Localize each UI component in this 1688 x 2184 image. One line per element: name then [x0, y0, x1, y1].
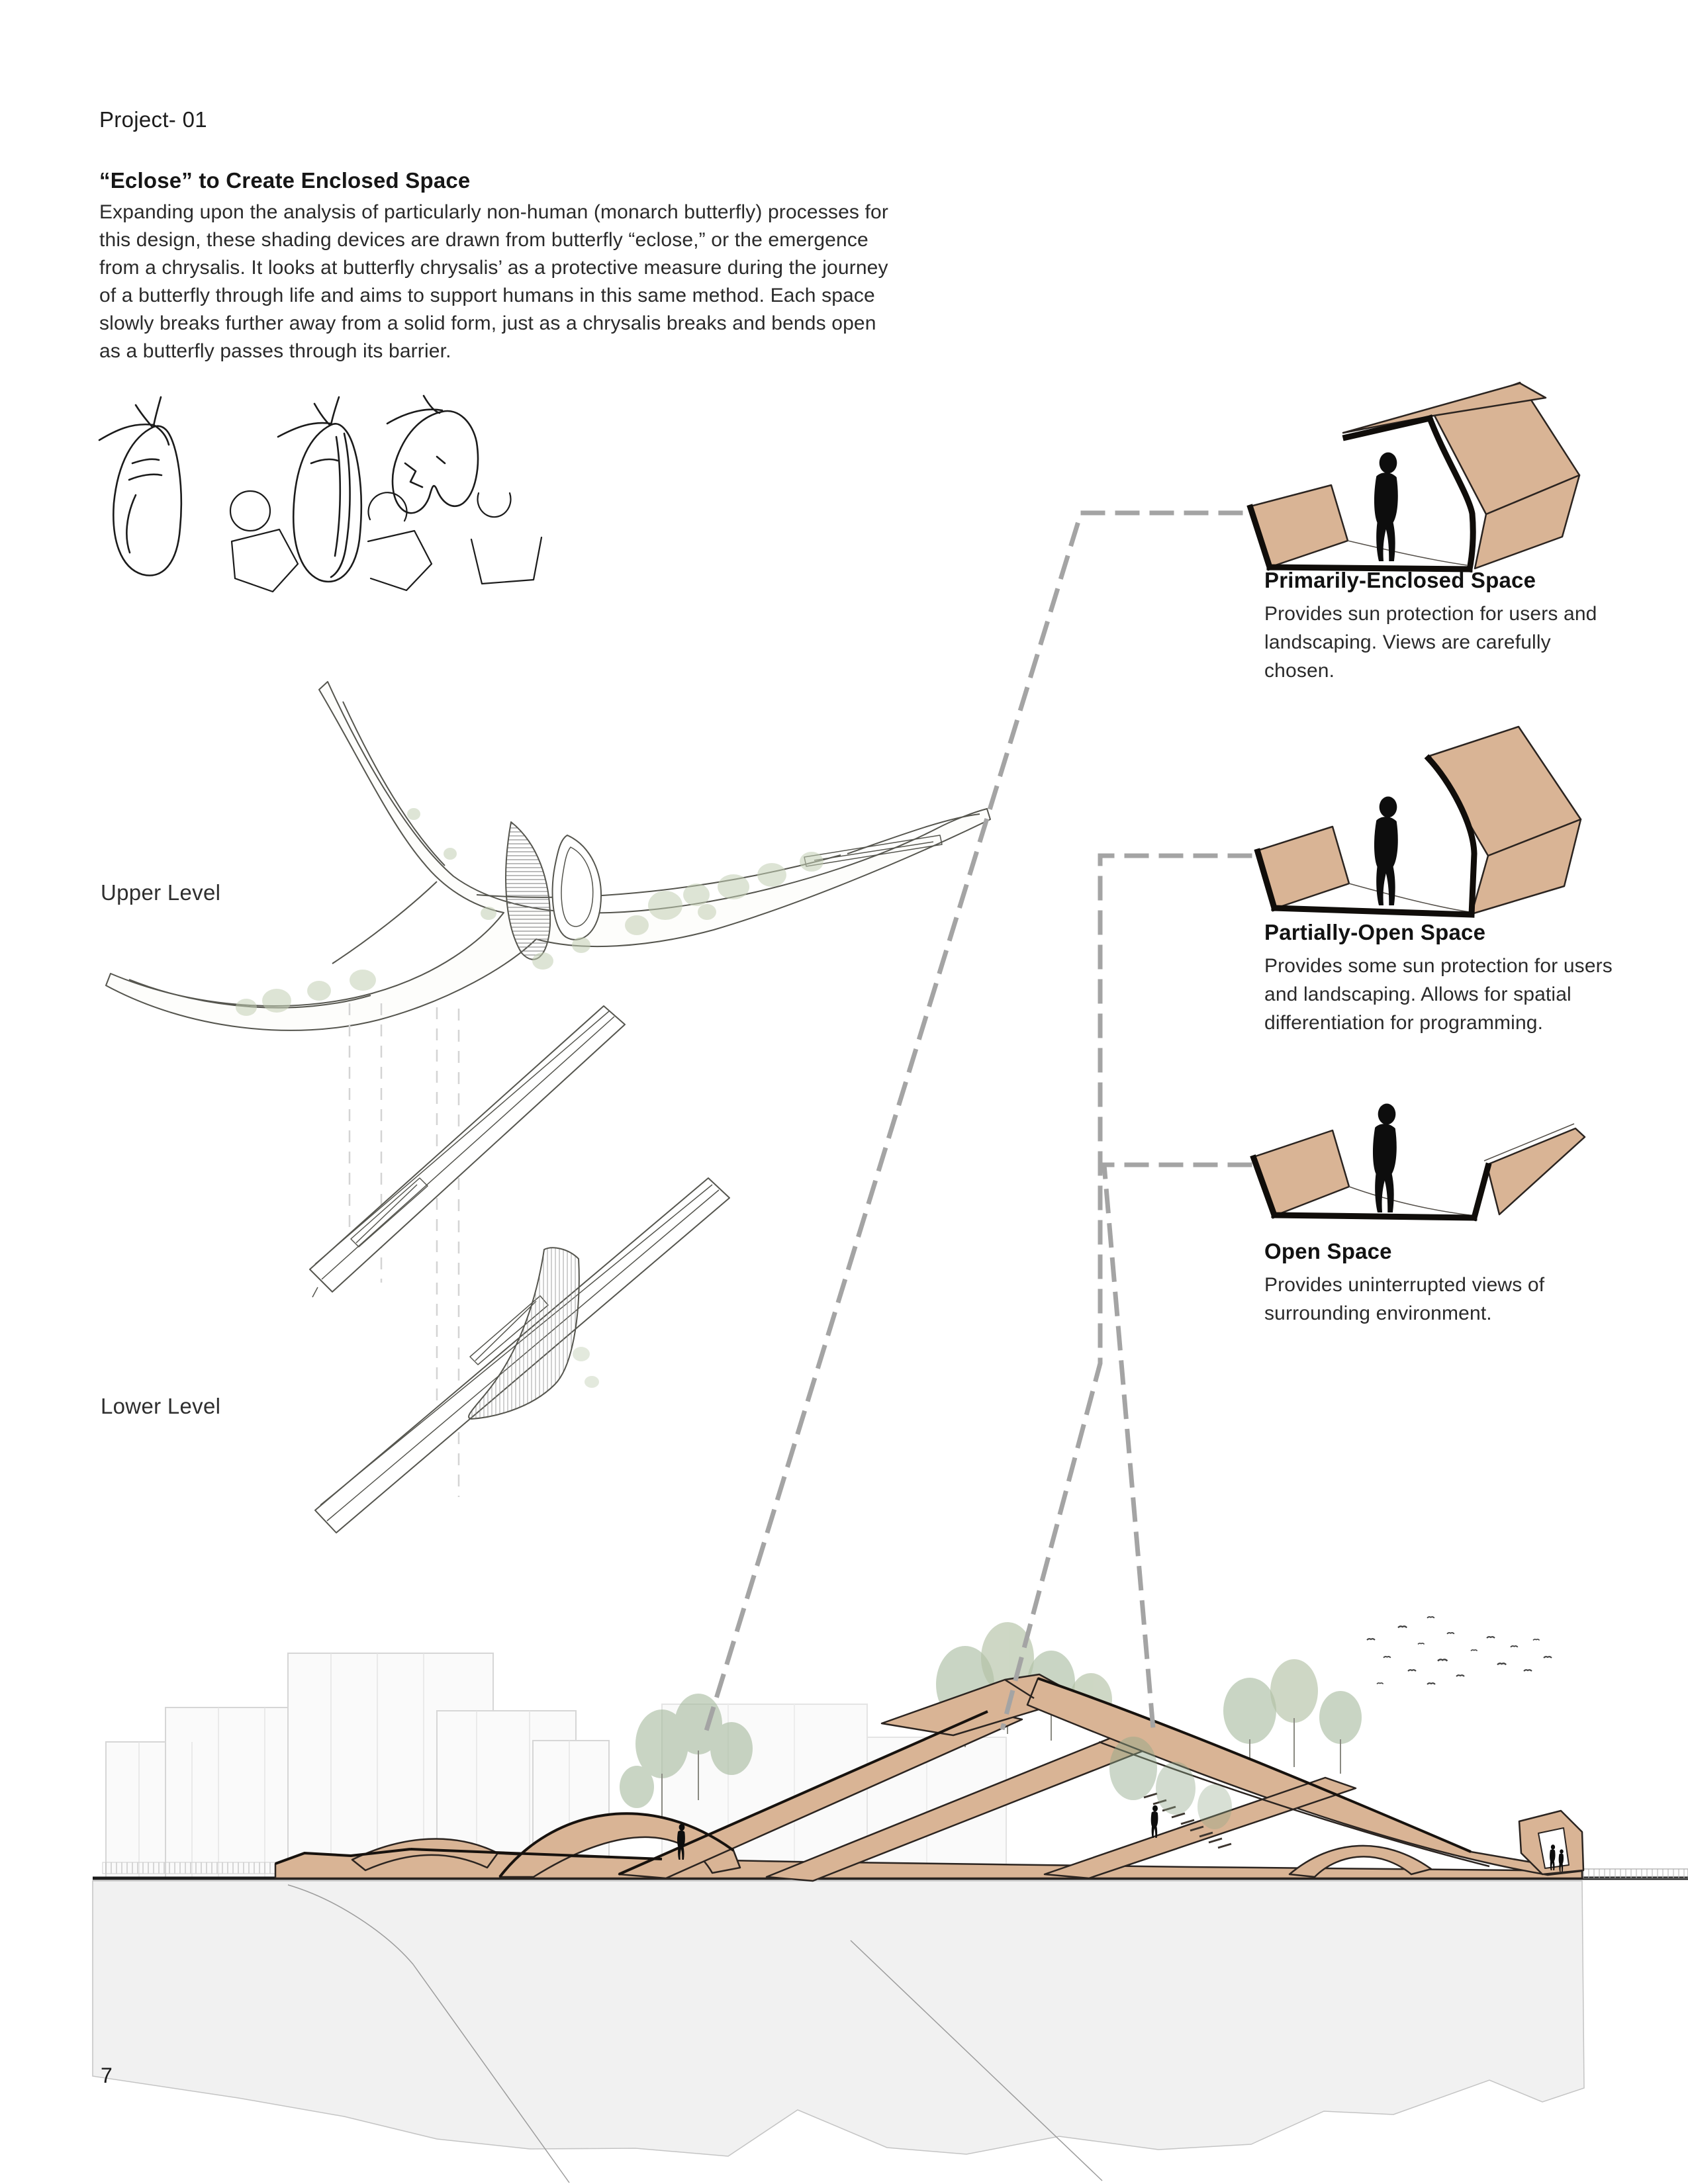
leader-primarily-enclosed	[700, 510, 1243, 1743]
city-skyline-far	[661, 1704, 1007, 1879]
pavilion-structure	[274, 1673, 1585, 1882]
site-section-drawing	[92, 1616, 1688, 2183]
beam-2	[765, 1731, 1157, 1882]
plan-landscaping-trees	[236, 808, 823, 1016]
upper-level-plan	[105, 681, 991, 1031]
person-silhouette	[1550, 1844, 1556, 1870]
plan-loop-opening	[551, 835, 602, 940]
shade-flap	[1249, 484, 1349, 569]
bird-flock	[1366, 1616, 1552, 1685]
shade-shell-face	[1429, 725, 1582, 857]
space-type-partially-open: Partially-Open Space Provides some sun p…	[1264, 920, 1635, 1037]
slope-band	[1026, 1677, 1583, 1876]
quay-hatch	[102, 1862, 464, 1874]
shade-panel	[1485, 1127, 1586, 1216]
lower-level-plan	[309, 1005, 730, 1533]
cross-beam	[1043, 1776, 1357, 1880]
chrysalis-opening-sketch	[277, 396, 362, 583]
lower-funnel-hatch	[468, 1247, 580, 1420]
person-silhouette	[1150, 1805, 1158, 1838]
cliff-fracture-lines	[287, 1884, 1103, 2183]
cliff-mass	[92, 1880, 1585, 2157]
space-type-open: Open Space Provides uninterrupted views …	[1264, 1239, 1635, 1328]
space-type-description: Provides sun protection for users and la…	[1264, 603, 1597, 682]
structure-dark-edges	[275, 1677, 1472, 1878]
lower-level-label: Lower Level	[101, 1394, 221, 1418]
trees-front	[1109, 1737, 1232, 1829]
leader-open-space	[1102, 1162, 1252, 1731]
end-pavilion	[1518, 1809, 1585, 1876]
beam-1	[618, 1710, 1023, 1880]
plan-ramp-hatch	[505, 821, 551, 960]
arch-main	[498, 1813, 741, 1878]
shade-shell-face	[1432, 381, 1581, 516]
person-silhouette	[1558, 1849, 1564, 1872]
lower-ramp-bar-a	[309, 1005, 626, 1293]
pier-hatch	[1583, 1868, 1688, 1879]
shell-edge	[1246, 414, 1476, 573]
arch-right	[1288, 1844, 1432, 1878]
chrysalis-sketch-sequence	[98, 394, 543, 593]
shell-edge	[1250, 1154, 1492, 1222]
page-number: 7	[101, 2064, 113, 2087]
trees-behind	[620, 1622, 1362, 1820]
intro-paragraph: Expanding upon the analysis of particula…	[99, 201, 888, 362]
diagram-primarily-enclosed	[1246, 381, 1581, 573]
deck	[274, 1848, 1583, 1880]
page-title: “Eclose” to Create Enclosed Space	[99, 168, 471, 193]
person-silhouette	[677, 1823, 685, 1860]
person-silhouette	[1372, 1103, 1397, 1212]
enclosure-glyph-open	[470, 492, 543, 585]
shade-roof	[1342, 382, 1547, 434]
city-skyline	[105, 1653, 610, 1879]
lower-ramp-bar-b	[314, 1177, 730, 1533]
space-type-description: Provides uninterrupted views of surround…	[1264, 1274, 1545, 1324]
shade-flap	[1256, 825, 1350, 910]
shade-shell-lower	[1470, 818, 1582, 915]
shell-edge	[1254, 754, 1477, 918]
shade-flap	[1252, 1129, 1350, 1217]
scale-figures	[677, 1805, 1564, 1872]
space-type-title: Open Space	[1264, 1239, 1392, 1263]
level-projection-lines	[348, 1003, 460, 1497]
enclosure-glyph-opening	[367, 492, 433, 592]
person-silhouette	[1374, 796, 1398, 905]
space-type-primarily-enclosed: Primarily-Enclosed Space Provides sun pr…	[1264, 568, 1635, 685]
canopy-left	[351, 1838, 499, 1872]
space-type-title: Primarily-Enclosed Space	[1264, 568, 1536, 592]
space-type-description: Provides some sun protection for users a…	[1264, 955, 1613, 1034]
project-label: Project- 01	[99, 107, 207, 132]
diagram-partially-open	[1254, 725, 1582, 918]
shade-shell-lower	[1474, 474, 1581, 570]
upper-level-label: Upper Level	[101, 880, 221, 905]
diagram-open-space	[1250, 1103, 1586, 1222]
chrysalis-closed-sketch	[98, 396, 183, 576]
leader-partially-open	[1000, 853, 1252, 1731]
enclosure-glyph-closed	[229, 490, 299, 593]
space-type-title: Partially-Open Space	[1264, 920, 1486, 944]
leader-lines	[700, 510, 1252, 1743]
ridge-canopy	[880, 1673, 1082, 1737]
chrysalis-broken-sketch	[386, 394, 479, 514]
stairs	[1143, 1792, 1232, 1849]
end-pavilion-opening	[1538, 1827, 1570, 1869]
person-silhouette	[1374, 452, 1398, 561]
